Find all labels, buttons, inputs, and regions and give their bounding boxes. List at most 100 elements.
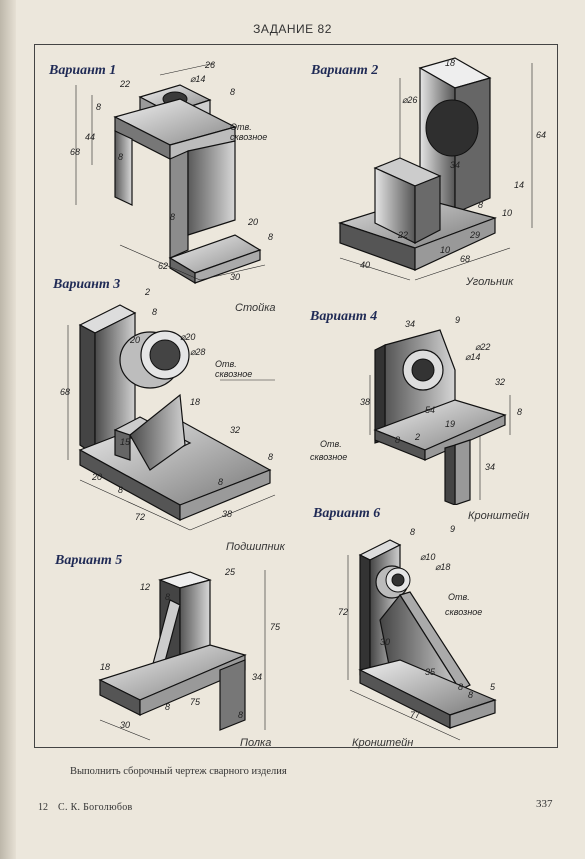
v1-dim-44: 44 <box>85 132 95 142</box>
v5-dim-75a: 75 <box>270 622 281 632</box>
v2-dim-22: 22 <box>397 230 408 240</box>
v1-note-1: Отв. <box>230 122 252 132</box>
v2-dim-8: 8 <box>478 200 483 210</box>
v6-dim-5: 5 <box>490 682 496 692</box>
v4-dim-34: 34 <box>405 319 415 329</box>
v6-dim-35: 35 <box>425 667 436 677</box>
v4-dim-19: 19 <box>445 419 455 429</box>
v1-dim-22: 22 <box>119 79 130 89</box>
v3-dim-32: 32 <box>230 425 240 435</box>
v1-dim-d14: ⌀14 <box>190 74 205 84</box>
v2-dim-d26: ⌀26 <box>402 95 417 105</box>
v6-dim-8c: 8 <box>468 690 473 700</box>
v4-dim-34b: 34 <box>485 462 495 472</box>
v2-dim-34: 34 <box>450 160 460 170</box>
v3-dim-d20: ⌀20 <box>180 332 195 342</box>
variant-6-label: Вариант 6 <box>313 506 381 521</box>
variant-3-label: Вариант 3 <box>53 277 121 292</box>
variant-2-part-name: Угольник <box>466 276 514 288</box>
footer-author: С. К. Боголюбов <box>58 802 133 813</box>
v3-dim-20b: 20 <box>91 472 102 482</box>
v6-dim-d18: ⌀18 <box>435 562 450 572</box>
v6-note-2: сквозное <box>445 607 482 617</box>
v1-note-2: сквозное <box>230 132 267 142</box>
variant-2-label: Вариант 2 <box>311 63 379 78</box>
v4-dim-2: 2 <box>414 432 420 442</box>
v3-note-1: Отв. <box>215 359 237 369</box>
v3-dim-8a: 8 <box>152 307 157 317</box>
v4-dim-d14: ⌀14 <box>465 352 480 362</box>
v4-dim-9: 9 <box>455 315 460 325</box>
variant-4-drawing: 34 9 ⌀14 ⌀22 38 54 19 32 8 2 8 34 Отв. с… <box>310 315 522 505</box>
v5-dim-30: 30 <box>120 720 130 730</box>
v4-note-2: сквозное <box>310 452 347 462</box>
v5-dim-18: 18 <box>100 662 110 672</box>
variant-5-drawing: 12 25 8 75 18 8 34 75 30 8 <box>98 567 281 741</box>
variant-5-label: Вариант 5 <box>55 553 123 568</box>
v5-dim-34: 34 <box>252 672 262 682</box>
v5-dim-8b: 8 <box>165 702 170 712</box>
v3-dim-68: 68 <box>60 387 70 397</box>
v2-dim-29: 29 <box>469 230 480 240</box>
v4-dim-32: 32 <box>495 377 505 387</box>
v3-dim-8b: 8 <box>218 477 223 487</box>
v6-dim-d10: ⌀10 <box>420 552 435 562</box>
v6-dim-9: 9 <box>450 524 455 534</box>
v1-dim-26: 26 <box>204 60 215 70</box>
v2-dim-68: 68 <box>460 254 470 264</box>
v3-dim-18: 18 <box>190 397 200 407</box>
variant-3-part-name: Подшипник <box>226 541 285 553</box>
v3-dim-2: 2 <box>144 287 150 297</box>
assignment-instruction: Выполнить сборочный чертеж сварного изде… <box>70 766 287 777</box>
v5-dim-8c: 8 <box>238 710 243 720</box>
variant-1-label: Вариант 1 <box>49 63 117 78</box>
v1-dim-8c: 8 <box>170 212 175 222</box>
variant-4-part-name: Кронштейн <box>468 510 530 522</box>
v4-note-1: Отв. <box>320 439 342 449</box>
v3-dim-8d: 8 <box>118 485 123 495</box>
v4-dim-8b: 8 <box>395 435 400 445</box>
variant-5-part-name: Полка <box>240 737 272 749</box>
task-title: ЗАДАНИЕ 82 <box>253 22 332 36</box>
v1-dim-30: 30 <box>230 272 240 282</box>
v4-dim-8a: 8 <box>517 407 522 417</box>
variant-3-drawing: 2 8 20 ⌀20 ⌀28 68 18 32 15 8 8 20 8 72 3… <box>60 287 276 531</box>
v1-dim-8b: 8 <box>118 152 123 162</box>
v2-dim-14: 14 <box>514 180 524 190</box>
v1-dim-20: 20 <box>247 217 258 227</box>
v4-dim-38: 38 <box>360 397 370 407</box>
v1-dim-height: 68 <box>70 147 80 157</box>
variant-1-drawing: 68 44 8 8 8 26 22 ⌀14 8 20 8 62 30 Отв. … <box>70 60 273 285</box>
v5-dim-8a: 8 <box>165 592 170 602</box>
v1-dim-8d: 8 <box>230 87 235 97</box>
variant-6-part-name: Кронштейн <box>352 737 414 749</box>
v5-dim-12: 12 <box>140 582 150 592</box>
v2-dim-40: 40 <box>360 260 370 270</box>
v3-dim-15: 15 <box>120 437 131 447</box>
v3-dim-20: 20 <box>129 335 140 345</box>
variant-1-part-name: Стойка <box>235 302 276 314</box>
v1-dim-8a: 8 <box>96 102 101 112</box>
page-number: 337 <box>536 798 553 810</box>
v5-dim-75b: 75 <box>190 697 201 707</box>
variant-2-drawing: 18 ⌀26 64 34 14 8 10 22 40 10 29 68 <box>338 57 546 281</box>
v4-dim-d22: ⌀22 <box>475 342 490 352</box>
drawing-frame <box>34 44 558 748</box>
v2-dim-64: 64 <box>536 130 546 140</box>
variant-4-label: Вариант 4 <box>310 309 378 324</box>
footer-signature-number: 12 <box>38 802 48 813</box>
v2-dim-18: 18 <box>445 58 455 68</box>
variant-6-drawing: 8 9 ⌀10 ⌀18 72 30 35 8 8 5 77 Отв. сквоз… <box>338 524 497 741</box>
v3-dim-d28: ⌀28 <box>190 347 205 357</box>
v3-dim-72: 72 <box>135 512 145 522</box>
v6-dim-30: 30 <box>380 637 390 647</box>
v3-dim-8c: 8 <box>268 452 273 462</box>
v1-dim-8e: 8 <box>268 232 273 242</box>
v2-dim-10a: 10 <box>502 208 512 218</box>
v6-dim-72: 72 <box>338 607 348 617</box>
v3-note-2: сквозное <box>215 369 252 379</box>
page-gutter <box>0 0 16 859</box>
v3-dim-38: 38 <box>222 509 232 519</box>
v1-dim-62: 62 <box>158 261 168 271</box>
v6-dim-77: 77 <box>410 710 421 720</box>
